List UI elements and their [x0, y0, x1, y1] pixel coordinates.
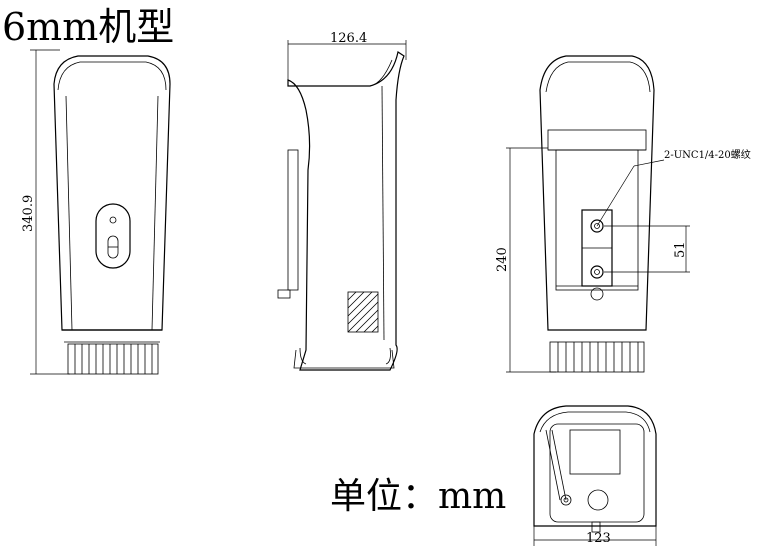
side-depth-label: 126.4 — [330, 31, 367, 46]
title: 6mm机型 — [2, 5, 174, 49]
unit-label: 单位：mm — [330, 476, 506, 517]
rear-vent-fins — [549, 341, 645, 373]
front-height-label: 340.9 — [21, 195, 36, 232]
lock-plate-icon — [95, 203, 131, 269]
side-vent-grille — [347, 291, 379, 333]
bottom-view: 123 — [533, 405, 657, 546]
rear-view: 240 2-UNC1/4-20螺纹 51 — [495, 55, 751, 373]
mount-plate — [581, 209, 613, 301]
side-view: 126.4 — [277, 31, 407, 371]
thread-annotation: 2-UNC1/4-20螺纹 — [664, 148, 751, 161]
screw-spacing-label: 51 — [673, 241, 688, 258]
front-vent-fins — [67, 343, 159, 375]
bottom-width-label: 123 — [586, 531, 611, 546]
front-view: 340.9 — [21, 49, 171, 375]
rear-height-label: 240 — [495, 247, 510, 272]
